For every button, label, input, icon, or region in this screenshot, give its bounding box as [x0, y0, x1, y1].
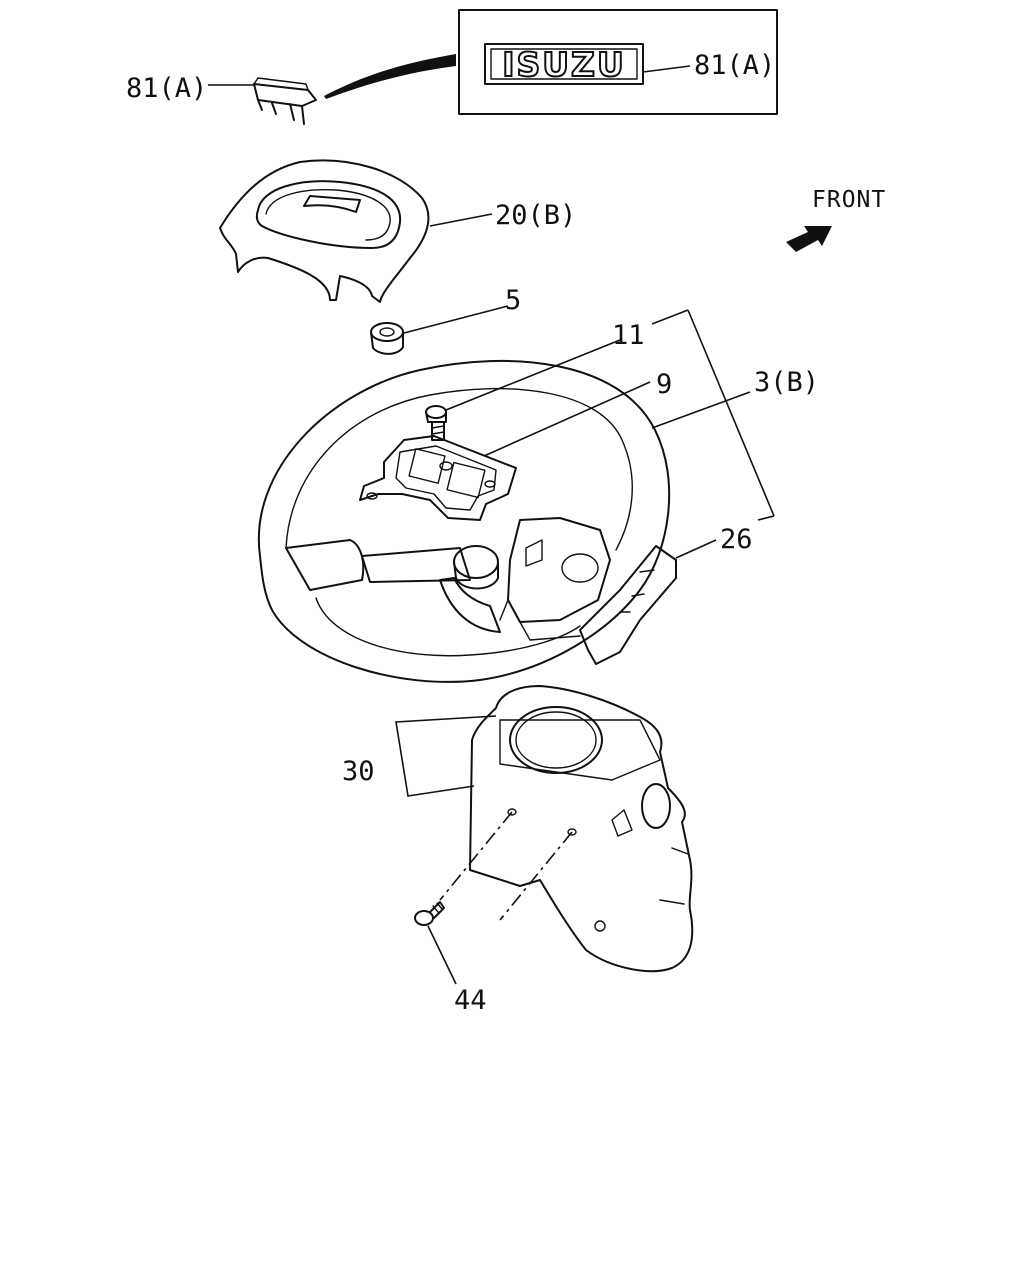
label-9: 9 — [656, 369, 672, 400]
bracket-part: 9 — [359, 369, 672, 521]
column-cover-part: 30 — [342, 685, 694, 973]
logo-text: ISUZU — [502, 45, 626, 84]
label-81a-inset: 81(A) — [694, 50, 775, 81]
group-bracket — [651, 309, 775, 521]
logo-badge-inner — [490, 48, 638, 80]
label-3b: 3(B) — [754, 367, 819, 398]
label-26: 26 — [720, 524, 753, 555]
label-front: FRONT — [812, 187, 886, 213]
label-5: 5 — [505, 285, 521, 316]
label-20b: 20(B) — [495, 200, 576, 231]
front-indicator: FRONT — [786, 187, 886, 252]
label-11: 11 — [612, 320, 645, 351]
horn-pad: 20(B) — [219, 159, 576, 303]
label-44: 44 — [454, 985, 487, 1016]
inset-frame — [458, 9, 778, 115]
front-arrow-icon — [786, 226, 832, 252]
label-30: 30 — [342, 756, 375, 787]
emblem-inset: ISUZU 81(A) — [458, 9, 778, 115]
emblem-callout-arrow — [324, 54, 456, 99]
label-81a-left: 81(A) — [126, 73, 207, 104]
emblem-part: 81(A) — [126, 73, 317, 125]
nut-part: 5 — [370, 285, 521, 355]
lower-cover-part: 26 — [579, 524, 753, 665]
screw-part: 44 — [414, 811, 573, 1016]
logo-badge-outer — [484, 43, 644, 85]
steering-wheel: 3(B) — [257, 359, 819, 683]
bolt-part: 11 — [425, 320, 645, 441]
